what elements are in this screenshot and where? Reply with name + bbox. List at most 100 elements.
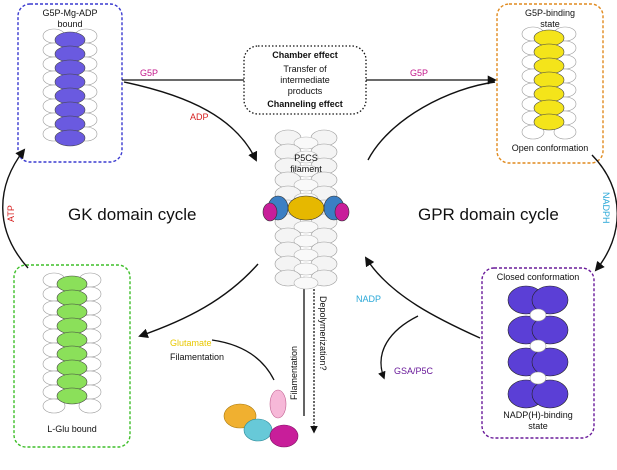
open-conformation-label: Open conformation [511, 143, 589, 153]
g5p-mg-adp-filament-core [54, 87, 86, 105]
g5p-binding-filament-core [533, 71, 565, 89]
lglu-bound-label: L-Glu bound [47, 424, 97, 434]
p5cs-inner [293, 178, 319, 192]
gsa-label: GSA/P5C [394, 366, 434, 376]
gpr-cycle-label: GPR domain cycle [418, 205, 559, 224]
closed-lobe-right [531, 285, 569, 315]
nadph-label: NADPH [601, 192, 611, 224]
filament-label: filament [290, 164, 322, 174]
p5cs-inner [293, 248, 319, 262]
chamber-effect-title: Chamber effect [272, 50, 338, 60]
lglu-filament-core [56, 387, 88, 405]
g5p-binding-filament-core [533, 85, 565, 103]
transfer-line-3: products [287, 86, 323, 96]
p5cs-inner [293, 164, 319, 178]
lglu-filament-core [56, 373, 88, 391]
g5p-binding-filament-core [533, 57, 565, 75]
closed-conformation-label: Closed conformation [496, 272, 580, 282]
filamentation-left-label: Filamentation [170, 352, 225, 362]
p5cs-inner [293, 136, 319, 150]
g5p-binding-filament-core [533, 43, 565, 61]
depolymerization-label: Depolymerization? [318, 296, 328, 371]
state-box-top-right [496, 3, 604, 164]
g5p-binding-filament-outer-left [521, 124, 545, 140]
top-left-state-line1: G5P-Mg-ADP [42, 8, 98, 18]
g5p-binding-filament-core [533, 113, 565, 131]
transfer-line-2: intermediate [280, 75, 330, 85]
lglu-filament-core [56, 303, 88, 321]
transfer-line-1: Transfer of [283, 64, 327, 74]
p5cs-inner [293, 150, 319, 164]
closed-link [529, 371, 547, 385]
p5cs-central-filament [262, 129, 350, 290]
bottom-right-state-line1: NADP(H)-binding [503, 410, 573, 420]
p5cs-inner [293, 234, 319, 248]
state-box-bottom-left [13, 264, 131, 448]
lglu-filament-core [56, 359, 88, 377]
lglu-filament-core [56, 331, 88, 349]
g5p-mg-adp-filament [42, 28, 98, 147]
closed-lobe-right [531, 315, 569, 345]
channeling-effect-title: Channeling effect [267, 99, 343, 109]
nadp-label: NADP [356, 294, 382, 304]
closed-lobe-right [531, 379, 569, 409]
g5p-mg-adp-filament-core [54, 59, 86, 77]
p5cs-label: P5CS [294, 153, 318, 163]
p5cs-core-magenta-right [334, 202, 350, 222]
p5cs-core-gold [287, 195, 325, 221]
filamentation-vertical-label: Filamentation [289, 345, 299, 400]
glutamate-arrow [138, 263, 259, 339]
glutamate-label: Glutamate [170, 338, 212, 348]
top-right-state-line2: state [540, 19, 560, 29]
p5cs-inner [293, 262, 319, 276]
top-left-state-line2: bound [57, 19, 83, 29]
filamentation-curve [211, 339, 275, 381]
lglu-filament-core [56, 345, 88, 363]
monomer-magenta [269, 424, 299, 448]
adp-arrow [123, 81, 258, 162]
closed-link [529, 308, 547, 322]
g5p-binding-filament-outer-right [553, 124, 577, 140]
g5p-mg-adp-filament-core [54, 115, 86, 133]
p5cs-core-magenta-left [262, 202, 278, 222]
lglu-filament [42, 272, 102, 414]
closed-conformation-filament [507, 285, 569, 409]
lglu-filament-core [56, 317, 88, 335]
g5p-mg-adp-filament-core [54, 31, 86, 49]
p5cs-monomer [223, 389, 299, 448]
adp-label: ADP [190, 112, 209, 122]
g5p-mg-adp-filament-core [54, 101, 86, 119]
lglu-filament-outer-right [78, 398, 102, 414]
state-box-bottom-right [481, 267, 595, 439]
chamber-effect-box [243, 45, 367, 115]
state-box-top-left [17, 3, 123, 163]
g5p-right-label: G5P [410, 68, 429, 78]
p5cs-inner [293, 276, 319, 290]
g5p-left-label: G5P [140, 68, 159, 78]
lglu-filament-core [56, 275, 88, 293]
atp-arrow [2, 148, 29, 269]
gk-cycle-label: GK domain cycle [68, 205, 197, 224]
top-right-state-line1: G5P-binding [524, 8, 576, 18]
g5p-binding-filament-core [533, 99, 565, 117]
g5p-binding-filament [521, 26, 577, 140]
lglu-filament-core [56, 289, 88, 307]
g5p-binding-filament-core [533, 29, 565, 47]
nadp-arrow [364, 256, 481, 339]
g5p-mg-adp-filament-core [54, 129, 86, 147]
monomer-cyan [243, 418, 273, 442]
nadph-arrow [591, 154, 617, 272]
lglu-filament-outer-left [42, 398, 66, 414]
gsa-arrow [378, 315, 419, 380]
g5p-mg-adp-filament-core [54, 45, 86, 63]
p5cs-inner [293, 220, 319, 234]
atp-label: ATP [6, 205, 16, 222]
bottom-right-state-line2: state [528, 421, 548, 431]
monomer-pink [269, 389, 287, 419]
g5p-mg-adp-filament-core [54, 73, 86, 91]
gpr-curve-top [367, 81, 496, 161]
closed-link [529, 339, 547, 353]
closed-lobe-right [531, 347, 569, 377]
